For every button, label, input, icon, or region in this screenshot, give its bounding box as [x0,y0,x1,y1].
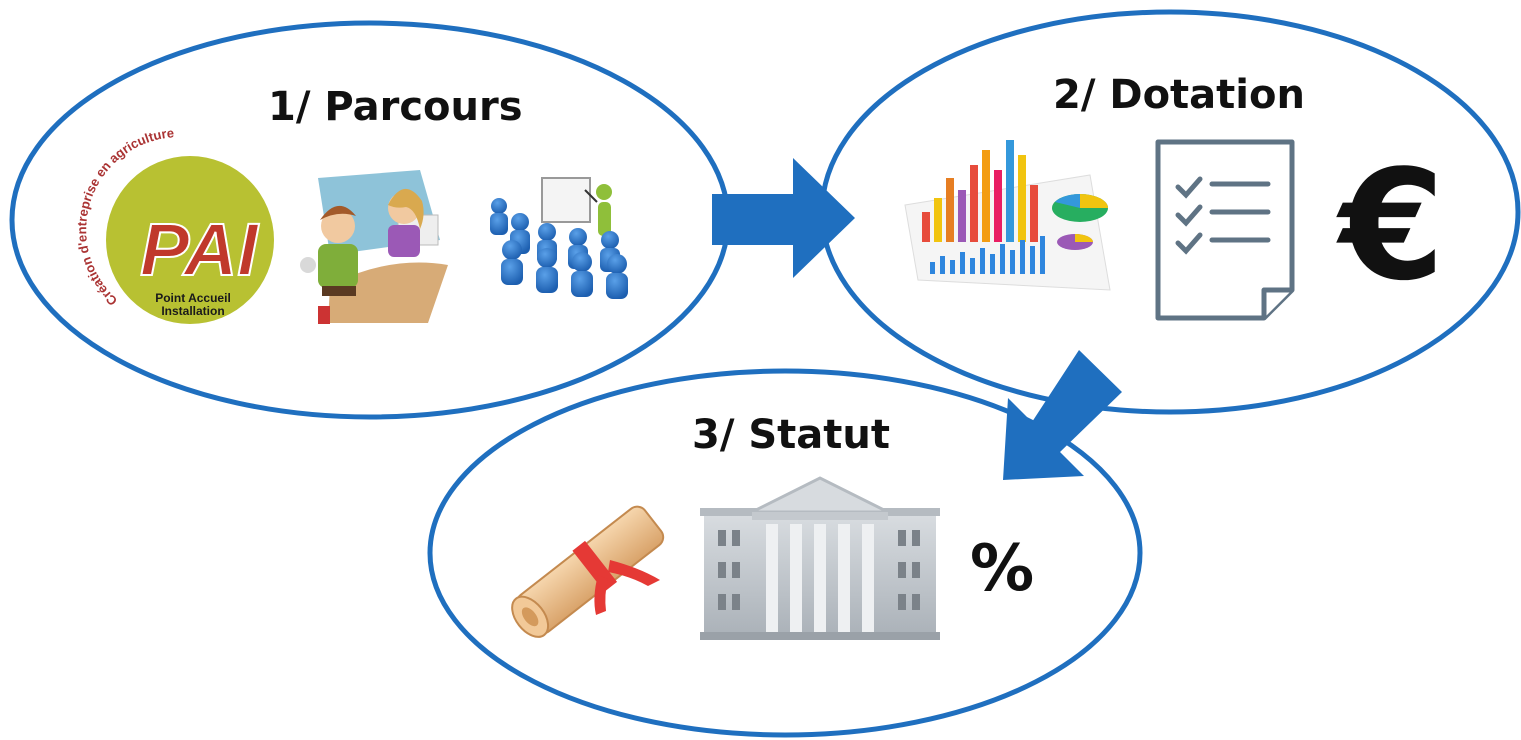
pai-big-letters: PAI [140,208,259,291]
pai-caption-line1: Point Accueil [155,291,231,305]
diploma-scroll-icon [511,505,665,638]
bar-chart-icon [904,140,1111,291]
meeting-icon [300,170,448,324]
euro-icon: € [1336,137,1445,314]
percent-icon: % [970,532,1034,606]
step3-ellipse [427,368,1143,738]
arrow-step2-to-step3 [1003,350,1122,480]
pai-caption-line2: Installation [161,304,224,318]
step1-title: 1/ Parcours [268,84,523,130]
step3-title: 3/ Statut [692,412,891,458]
step2-title: 2/ Dotation [1053,72,1305,118]
government-building-icon [700,476,940,640]
presentation-icon [490,177,628,299]
checklist-document-icon [1155,139,1295,321]
pai-logo-icon: Création d'entreprise en agriculture PAI… [74,125,276,326]
arrow-step1-to-step2 [712,158,855,278]
